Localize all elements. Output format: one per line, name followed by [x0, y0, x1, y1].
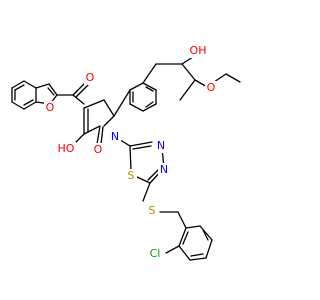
bond [145, 86, 154, 92]
bond [145, 101, 154, 108]
bond [35, 83, 50, 89]
atom-label-cl: Cl [150, 247, 161, 260]
atom-o-carbonyl-top: O [84, 71, 96, 85]
molecule-canvas: OH O O O HO O [11, 44, 241, 261]
bonds-layer [11, 54, 241, 261]
bond [205, 239, 213, 259]
bond [47, 87, 55, 96]
bond [225, 73, 241, 83]
atom-label-o-furan: O [46, 101, 55, 114]
bond [177, 211, 187, 229]
bond [103, 115, 115, 127]
bond [189, 257, 207, 261]
bond [165, 245, 180, 254]
bond [199, 225, 213, 241]
bond [113, 89, 131, 117]
bond [202, 229, 209, 241]
atom-label-ho: HO [58, 142, 75, 155]
bond [142, 103, 157, 112]
bond [181, 63, 196, 81]
bond [178, 245, 191, 261]
bond [75, 83, 90, 98]
bond [48, 83, 58, 96]
bond [23, 99, 34, 106]
bond [100, 126, 104, 145]
atom-s-thiadiazole: S [125, 169, 137, 183]
bond [182, 231, 189, 245]
atom-n-ring: N [109, 130, 121, 144]
bond [83, 125, 101, 135]
bond [11, 101, 25, 110]
bond [129, 103, 144, 112]
atom-n-thiadiazole-a: N [155, 139, 167, 153]
atom-ho-left: HO [56, 142, 76, 156]
bond [129, 141, 153, 147]
atom-label-s-ring: S [128, 169, 135, 182]
bond [129, 82, 144, 91]
atom-oh-top: OH [188, 44, 208, 58]
bond [142, 82, 157, 91]
atom-o-ethoxy: O [205, 81, 217, 95]
molecule-structure-diagram: OH O O O HO O [11, 44, 241, 261]
bond [72, 81, 87, 96]
atom-label-s-thioether: S [149, 204, 156, 217]
bond [23, 101, 37, 110]
bond [129, 145, 132, 172]
bond [136, 176, 151, 184]
atom-label-n-b: N [160, 163, 168, 176]
bond [83, 99, 105, 109]
bond [23, 80, 37, 89]
bond [11, 80, 25, 89]
atom-label-n-ring: N [111, 130, 119, 143]
atom-o-furan: O [44, 101, 56, 115]
atom-label-n-a: N [157, 139, 165, 152]
bond [179, 79, 196, 101]
bond [103, 99, 115, 117]
bond [142, 182, 151, 202]
atom-cl: Cl [146, 247, 164, 261]
atom-n-thiadiazole-b: N [158, 163, 170, 177]
atom-o-lactam: O [92, 143, 104, 157]
bond [178, 227, 187, 247]
bond [72, 94, 85, 105]
bond [213, 73, 227, 83]
bond [190, 253, 204, 257]
bond [96, 125, 101, 145]
atom-s-thioether: S [146, 204, 158, 218]
bond [14, 84, 25, 91]
bond [132, 145, 152, 150]
atom-labels-layer: OH O O O HO O [44, 44, 217, 261]
atom-label-o-carbonyl: O [86, 71, 95, 84]
bond [185, 225, 201, 229]
atom-label-o-lactam: O [94, 143, 103, 156]
atom-label-oh-top: OH [190, 44, 207, 57]
bond [142, 63, 157, 84]
atom-label-o-ethoxy: O [207, 81, 216, 94]
